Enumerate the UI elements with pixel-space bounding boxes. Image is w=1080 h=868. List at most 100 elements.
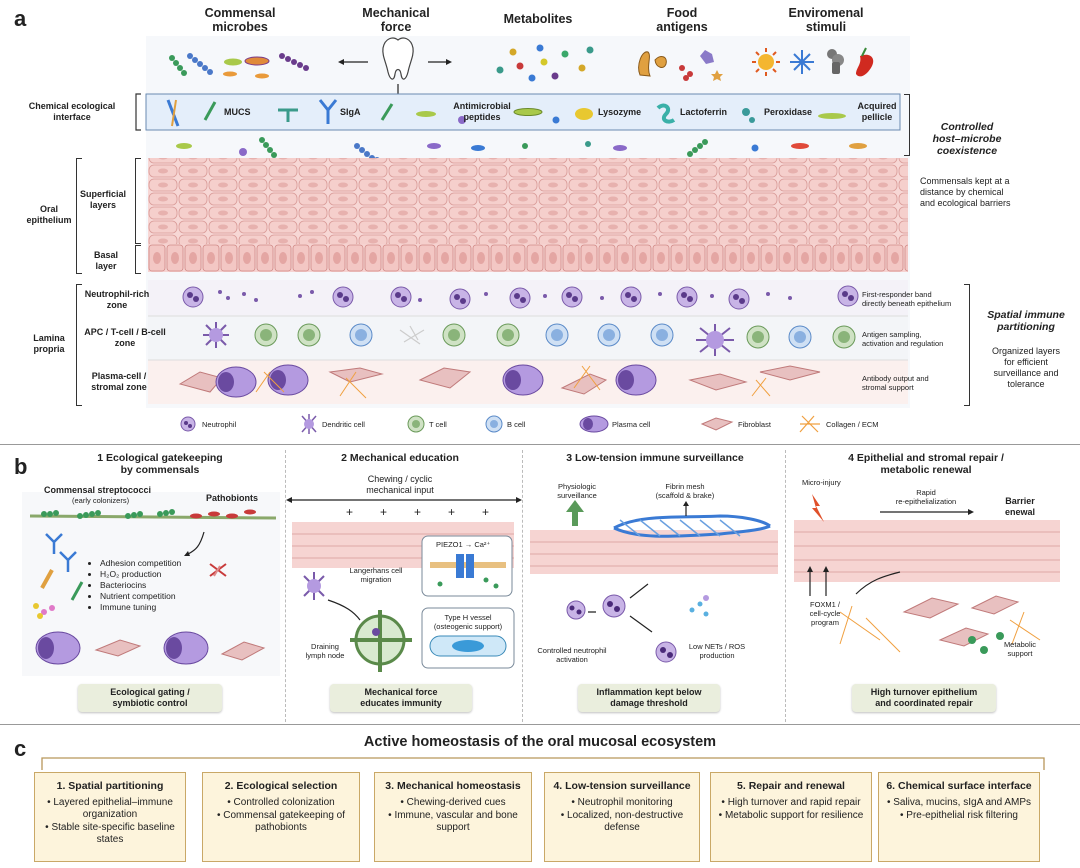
b4-barrier-label: Barrier enewal: [1004, 496, 1035, 517]
c-box-item: Chewing-derived cues: [379, 797, 527, 809]
b3-lownets-label: Low NETs / ROS production: [688, 642, 746, 660]
b1-bullet: H₂O₂ production: [100, 569, 181, 580]
c-box-4: 4. Low-tension surveillance Neutrophil m…: [544, 772, 700, 862]
svg-text:+: +: [448, 505, 455, 519]
environmental-stimuli-icon: [752, 47, 874, 77]
c-box-item: Stable site-specific baseline states: [39, 822, 181, 846]
chem-item-mucs: MUCS: [224, 107, 251, 117]
zone-plasma-label: Plasma-cell / stromal zone: [91, 371, 147, 392]
basal-layer-label: Basal layer: [93, 250, 119, 271]
header-food-antigens: Food antigens: [656, 6, 708, 34]
lamina-propria-label: Lamina propria: [33, 333, 65, 354]
bracket-spatial: [964, 284, 970, 406]
b2-langerhans-label: Langerhans cell migration: [349, 566, 403, 584]
coexistence-title: Controlled host–microbe coexistence: [932, 121, 1002, 157]
svg-text:+: +: [414, 505, 421, 519]
header-metabolites: Metabolites: [503, 12, 573, 26]
chem-item-amp: Antimicrobial peptides: [453, 101, 511, 122]
superficial-layers-label: Superficial layers: [80, 189, 127, 210]
b3-caption: Inflammation kept below damage threshold: [578, 684, 720, 712]
chem-item-siga: SIgA: [340, 107, 361, 117]
legend-neutrophil: Neutrophil: [202, 420, 237, 429]
c-box-title: 6. Chemical surface interface: [886, 780, 1032, 792]
chem-interface-icons: [166, 99, 846, 127]
superficial-layers: [148, 158, 908, 244]
b3-controlled-label: Controlled neutrophil activation: [537, 646, 607, 664]
panel-c-frame: [41, 757, 1045, 770]
c-box-title: 5. Repair and renewal: [737, 780, 845, 792]
chem-interface-label: Chemical ecological interface: [28, 101, 116, 122]
b1-title: 1 Ecological gatekeeping by commensals: [97, 452, 223, 476]
svg-text:+: +: [346, 505, 353, 519]
b1-strep-label: Commensal streptococci: [44, 485, 152, 495]
header-environmental-stimuli: Enviromenal stimuli: [788, 6, 864, 34]
b3-title: 3 Low-tension immune surveillance: [566, 452, 744, 464]
basal-layer: [148, 244, 908, 272]
c-box-item: Pre-epithelial risk filtering: [883, 810, 1035, 822]
zone-note-apc: Antigen sampling, activation and regulat…: [862, 330, 944, 348]
svg-text:+: +: [380, 505, 387, 519]
header-commensal-microbes: Commensal microbes: [204, 6, 276, 34]
c-box-title: 2. Ecological selection: [224, 780, 338, 792]
coexistence-note: Commensals kept at a distance by chemica…: [920, 176, 1011, 208]
zone-apc-label: APC / T-cell / B-cell zone: [84, 327, 166, 348]
b2-title: 2 Mechanical education: [341, 452, 459, 464]
b4-rapid-label: Rapid re-epithelialization: [895, 488, 957, 506]
divider-b-c: [0, 724, 1080, 725]
b1-pathobionts-label: Pathobionts: [206, 493, 258, 503]
panel-b-illustration: + + + + +: [22, 492, 1064, 676]
chem-item-peroxidase: Peroxidase: [764, 107, 813, 117]
legend-b-cell: B cell: [507, 420, 526, 429]
panel-c-title: Active homeostasis of the oral mucosal e…: [363, 734, 717, 750]
c-box-item: Commensal gatekeeping of pathobionts: [207, 810, 355, 834]
c-box-3: 3. Mechanical homeostasis Chewing-derive…: [374, 772, 532, 862]
chem-item-pellicle: Acquired pellicle: [857, 101, 897, 122]
c-box-item: Saliva, mucins, sIgA and AMPs: [883, 797, 1035, 809]
b2-piezo-label: PIEZO1 → Ca²⁺: [436, 540, 491, 549]
oral-epithelium-label: Oral epithelium: [26, 204, 72, 225]
c-box-item: Immune, vascular and bone support: [379, 810, 527, 834]
zone-note-plasma: Antibody output and stromal support: [862, 374, 929, 392]
panel-a-letter: a: [14, 6, 27, 31]
b4-micro-label: Micro-injury: [802, 478, 841, 487]
panel-a-illustration: [135, 36, 910, 434]
apc-t-b-row: [203, 322, 856, 356]
spatial-partitioning-note: Organized layers for efficient surveilla…: [991, 346, 1061, 389]
b4-metabolic-label: Metabolic support: [1003, 640, 1037, 658]
b-divider-1: [285, 450, 286, 722]
bracket-superficial: [135, 158, 141, 244]
b1-bullet: Immune tuning: [100, 602, 181, 613]
b4-caption: High turnover epithelium and coordinated…: [852, 684, 996, 712]
c-box-item: Layered epithelial–immune organization: [39, 797, 181, 821]
bracket-basal: [135, 245, 141, 274]
b2-typeh-label: Type H vessel (osteogenic support): [433, 613, 503, 631]
b4-foxm1-label: FOXM1 / cell-cycle program: [809, 600, 841, 627]
zone-neutrophil-label: Neutrophil-rich zone: [84, 289, 150, 310]
bracket-epithelium: [76, 158, 82, 274]
b3-fibrin-label: Fibrin mesh (scaffold & brake): [655, 482, 715, 500]
b2-lymph-label: Draining lymph node: [305, 642, 345, 660]
b1-bullet: Adhesion competition: [100, 558, 181, 569]
c-box-title: 3. Mechanical homeostasis: [385, 780, 521, 792]
c-box-item: High turnover and rapid repair: [715, 797, 867, 809]
divider-a-b: [0, 444, 1080, 445]
c-box-title: 4. Low-tension surveillance: [553, 780, 691, 792]
spatial-partitioning-title: Spatial immune partitioning: [987, 309, 1065, 333]
b1-bullets: Adhesion competition H₂O₂ production Bac…: [88, 558, 181, 613]
c-box-item: Neutrophil monitoring: [549, 797, 695, 809]
c-box-1: 1. Spatial partitioning Layered epitheli…: [34, 772, 186, 862]
bracket-lamina: [76, 284, 82, 406]
legend-fibroblast: Fibroblast: [738, 420, 771, 429]
b-divider-3: [785, 450, 786, 722]
plasma-stromal-row: [178, 364, 821, 399]
c-box-item: Controlled colonization: [207, 797, 355, 809]
legend-plasma: Plasma cell: [612, 420, 651, 429]
svg-text:+: +: [482, 505, 489, 519]
chem-item-lactoferrin: Lactoferrin: [680, 107, 728, 117]
zone-note-neutrophil: First-responder band directly beneath ep…: [862, 290, 952, 308]
legend-dendritic: Dendritic cell: [322, 420, 365, 429]
c-box-item: Localized, non-destructive defense: [549, 810, 695, 834]
b1-strep-sub: (early colonizers): [72, 496, 130, 505]
surface-microbes: [176, 137, 867, 163]
c-box-item: Metabolic support for resilience: [715, 810, 867, 822]
